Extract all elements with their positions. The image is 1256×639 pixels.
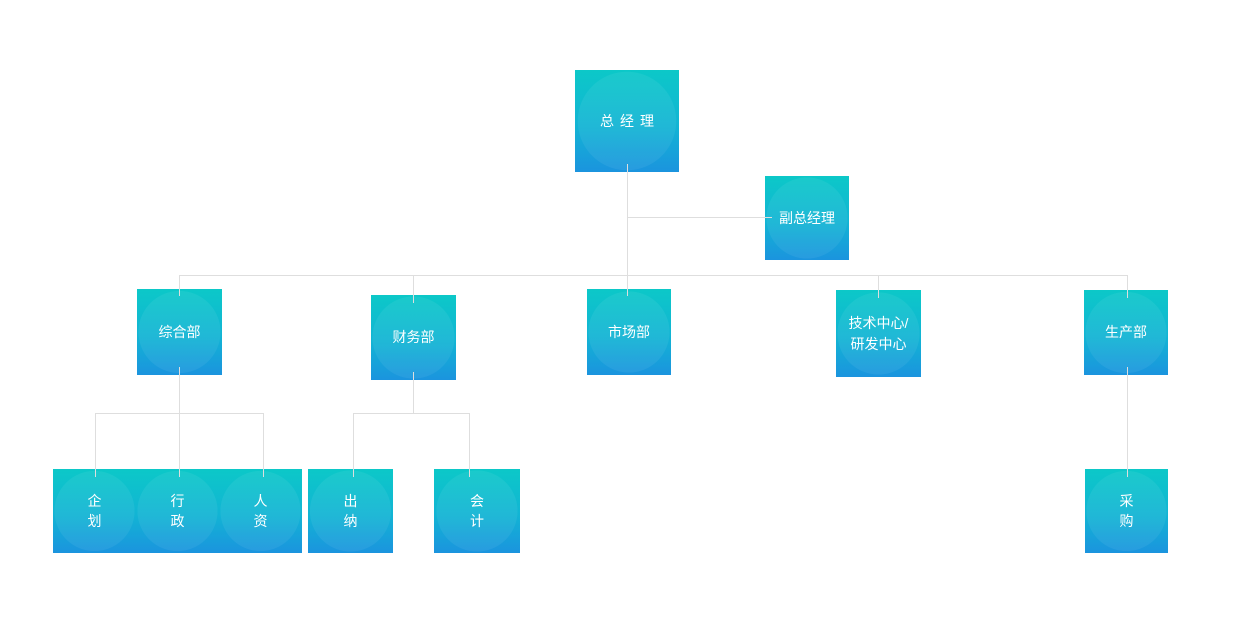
connector-drop-cashier: [353, 413, 354, 477]
node-general-affairs-dept-label: 综合部: [158, 323, 201, 340]
node-finance-dept-label: 财务部: [392, 329, 435, 346]
node-cashier: 出 纳: [308, 469, 393, 553]
connector-drop-administration: [179, 413, 180, 477]
connector-production-to-procurement: [1127, 367, 1128, 477]
connector-drop-planning: [95, 413, 96, 477]
node-production-dept: 生产部: [1084, 290, 1168, 375]
connector-drop-general-affairs: [179, 275, 180, 296]
node-procurement: 采 购: [1085, 469, 1168, 553]
node-deputy-general-manager: 副总经理: [765, 176, 849, 260]
node-human-resources: 人 资: [219, 469, 302, 553]
connector-drop-human-resources: [263, 413, 264, 477]
node-accounting: 会 计: [434, 469, 520, 553]
connector-finance-rail: [353, 413, 469, 414]
connector-drop-production: [1127, 275, 1128, 298]
node-deputy-general-manager-label: 副总经理: [779, 209, 835, 226]
node-general-manager: 总经理: [575, 70, 679, 172]
node-procurement-label: 采 购: [1119, 492, 1134, 529]
node-general-manager-label: 总经理: [600, 112, 660, 129]
node-administration: 行 政: [136, 469, 219, 553]
node-production-dept-label: 生产部: [1105, 324, 1147, 341]
connector-level2-rail: [179, 275, 1128, 276]
node-cashier-label: 出 纳: [343, 492, 358, 529]
node-accounting-label: 会 计: [470, 492, 484, 529]
node-planning-label: 企 划: [87, 492, 102, 529]
connector-general-affairs-down: [179, 367, 180, 413]
node-marketing-dept-label: 市场部: [608, 323, 650, 340]
connector-gm-down: [627, 164, 628, 296]
node-planning: 企 划: [53, 469, 136, 553]
node-administration-label: 行 政: [170, 492, 185, 529]
connector-finance-down: [413, 372, 414, 413]
node-human-resources-label: 人 资: [253, 492, 268, 529]
node-tech-rd-center: 技术中心/ 研发中心: [836, 290, 921, 377]
node-tech-rd-center-label: 技术中心/ 研发中心: [848, 315, 909, 352]
connector-drop-accounting: [469, 413, 470, 477]
node-marketing-dept: 市场部: [587, 289, 671, 375]
node-finance-dept: 财务部: [371, 295, 456, 380]
node-general-affairs-dept: 综合部: [137, 289, 222, 375]
connector-drop-tech-center: [878, 275, 879, 298]
connector-gm-to-deputy: [627, 217, 772, 218]
connector-drop-finance: [413, 275, 414, 303]
